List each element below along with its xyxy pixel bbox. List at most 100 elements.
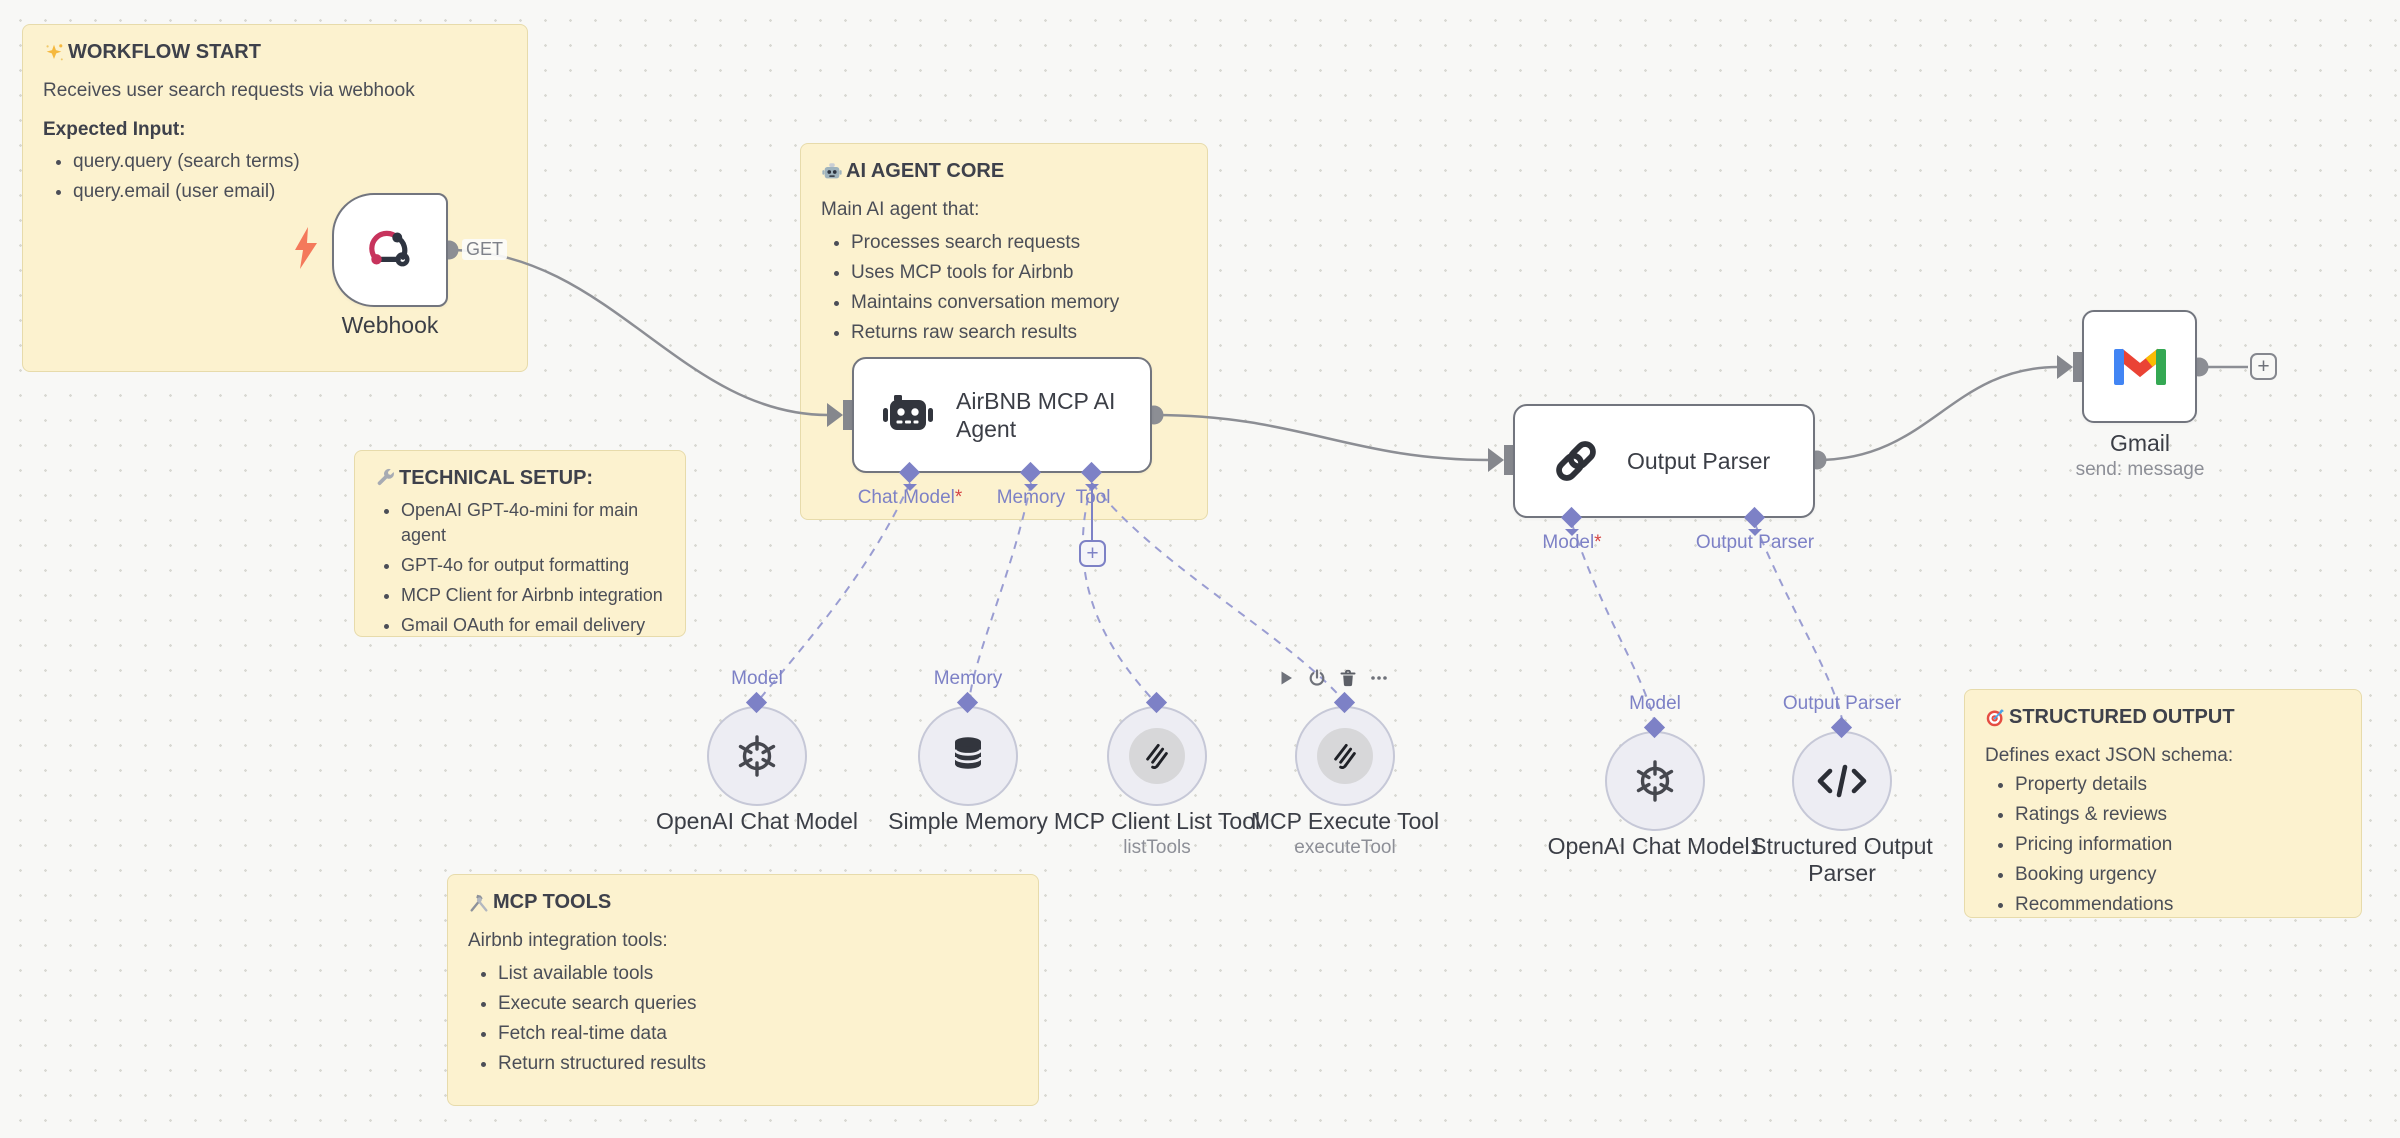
robot-agent-icon — [883, 395, 933, 430]
note-bullet: GPT-4o for output formatting — [401, 553, 665, 578]
agent-input-marker — [827, 400, 853, 430]
node-openai-chat-model[interactable] — [707, 706, 807, 806]
agent-port-label-chat-model: Chat Model* — [857, 487, 963, 508]
note-bullet: Return structured results — [498, 1051, 1018, 1076]
note-body: Receives user search requests via webhoo… — [43, 80, 415, 101]
agent-port-label-tool: Tool — [1075, 487, 1111, 508]
robot-icon — [822, 162, 842, 178]
outputparser-port-parser[interactable] — [1743, 506, 1766, 536]
outputparser-port-label-model: Model* — [1542, 532, 1602, 553]
sticky-note-technical-setup[interactable]: TECHNICAL SETUP: OpenAI GPT-4o-mini for … — [354, 450, 686, 637]
mcp-execute-tool-label: MCP Execute Tool — [1250, 808, 1440, 834]
note-bullet: Processes search requests — [851, 230, 1187, 255]
node-airbnb-mcp-ai-agent[interactable]: AirBNB MCP AI Agent — [852, 357, 1152, 473]
note-title: STRUCTURED OUTPUT — [2009, 706, 2235, 728]
note-bullet: query.email (user email) — [73, 179, 507, 204]
mcp-execute-tool-subtitle: executeTool — [1294, 837, 1396, 858]
openai-chat-model-port-label: Model — [731, 668, 783, 689]
agent-port-label-memory: Memory — [996, 487, 1066, 508]
outputparser-port-model[interactable] — [1560, 506, 1583, 536]
note-list: List available tools Execute search quer… — [468, 961, 1018, 1076]
trash-icon[interactable] — [1338, 668, 1358, 688]
connection-agent-outputparser[interactable] — [1153, 413, 1491, 462]
mcp-badge — [1317, 728, 1373, 784]
note-list: query.query (search terms) query.email (… — [43, 149, 507, 204]
note-list: OpenAI GPT-4o-mini for main agent GPT-4o… — [375, 498, 665, 638]
structured-output-parser-port-label: Output Parser — [1782, 693, 1902, 714]
connection-structured-parser[interactable] — [1754, 523, 1844, 725]
mcp-client-list-tool-port[interactable] — [1145, 691, 1168, 720]
add-node-button[interactable]: + — [2250, 353, 2277, 380]
note-bullet: Execute search queries — [498, 991, 1018, 1016]
node-structured-output-parser[interactable] — [1792, 731, 1892, 831]
note-bullet: Gmail OAuth for email delivery — [401, 613, 665, 638]
note-body: Defines exact JSON schema: — [1985, 745, 2234, 766]
agent-port-tool[interactable] — [1080, 461, 1103, 491]
play-icon[interactable] — [1276, 668, 1296, 688]
output-parser-label: Output Parser — [1627, 448, 1771, 474]
agent-port-chat-model[interactable] — [898, 461, 921, 491]
note-bullet: Booking urgency — [2015, 862, 2341, 887]
simple-memory-port-label: Memory — [933, 668, 1003, 689]
simple-memory-label: Simple Memory — [888, 808, 1048, 834]
database-icon — [953, 737, 983, 769]
node-openai-chat-model1[interactable] — [1605, 731, 1705, 831]
openai-chat-model1-label: OpenAI Chat Model1 — [1547, 833, 1763, 859]
note-list: Processes search requests Uses MCP tools… — [821, 230, 1187, 345]
node-simple-memory[interactable] — [918, 706, 1018, 806]
webhook-icon — [369, 230, 410, 267]
mcp-badge — [1129, 728, 1185, 784]
node-gmail[interactable] — [2082, 310, 2197, 423]
node-webhook[interactable] — [332, 193, 448, 307]
power-icon[interactable] — [1307, 668, 1327, 688]
mcp-execute-tool-port[interactable] — [1333, 691, 1356, 720]
connection-memory[interactable] — [968, 482, 1032, 702]
sticky-note-mcp-tools[interactable]: MCP TOOLS Airbnb integration tools: List… — [447, 874, 1039, 1106]
mcp-client-list-tool-label: MCP Client List Tool — [1053, 808, 1261, 834]
openai-icon — [1636, 760, 1674, 802]
structured-output-parser-port[interactable] — [1830, 716, 1853, 745]
connection-outputparser-gmail[interactable] — [1816, 365, 2059, 462]
gmail-subtitle: send: message — [2075, 459, 2205, 480]
glowing-star-icon — [46, 43, 63, 60]
sticky-note-structured-output[interactable]: STRUCTURED OUTPUT Defines exact JSON sch… — [1964, 689, 2362, 918]
note-list: Property details Ratings & reviews Prici… — [1985, 772, 2341, 917]
target-icon — [1986, 709, 2004, 727]
wrench-icon — [377, 468, 394, 486]
webhook-method-label: GET — [462, 239, 508, 260]
note-bullet: List available tools — [498, 961, 1018, 986]
openai-chat-model1-port[interactable] — [1643, 716, 1666, 745]
note-bullet: Maintains conversation memory — [851, 290, 1187, 315]
connection-tool-listtool[interactable] — [1081, 482, 1155, 702]
openai-chat-model-port[interactable] — [745, 691, 768, 720]
note-bullet: Property details — [2015, 772, 2341, 797]
agent-label: AirBNB MCP AI Agent — [956, 388, 1116, 442]
note-subheading: Expected Input: — [43, 119, 186, 140]
note-title: WORKFLOW START — [68, 41, 261, 63]
more-options-icon[interactable] — [1369, 668, 1389, 688]
connection-tool-executetool[interactable] — [1091, 482, 1345, 702]
node-mcp-execute-tool[interactable] — [1295, 706, 1395, 806]
gmail-icon — [2113, 348, 2166, 385]
node-mcp-client-list-tool[interactable] — [1107, 706, 1207, 806]
note-title: TECHNICAL SETUP: — [399, 467, 594, 489]
note-bullet: Pricing information — [2015, 832, 2341, 857]
agent-port-memory[interactable] — [1019, 461, 1042, 491]
note-title: MCP TOOLS — [493, 891, 612, 913]
note-bullet: Uses MCP tools for Airbnb — [851, 260, 1187, 285]
note-body: Main AI agent that: — [821, 199, 980, 220]
note-bullet: Returns raw search results — [851, 320, 1187, 345]
mcp-client-list-tool-subtitle: listTools — [1123, 837, 1191, 858]
outputparser-port-label-parser: Output Parser — [1695, 532, 1815, 553]
node-output-parser[interactable]: Output Parser — [1513, 404, 1815, 518]
connection-webhook-agent[interactable] — [448, 248, 829, 417]
note-bullet: Recommendations — [2015, 892, 2341, 917]
simple-memory-port[interactable] — [956, 691, 979, 720]
openai-icon — [738, 735, 776, 777]
gmail-input-marker — [2057, 352, 2083, 382]
add-tool-button[interactable]: + — [1079, 540, 1106, 567]
connection-model1[interactable] — [1571, 523, 1656, 725]
note-body: Airbnb integration tools: — [468, 930, 668, 951]
